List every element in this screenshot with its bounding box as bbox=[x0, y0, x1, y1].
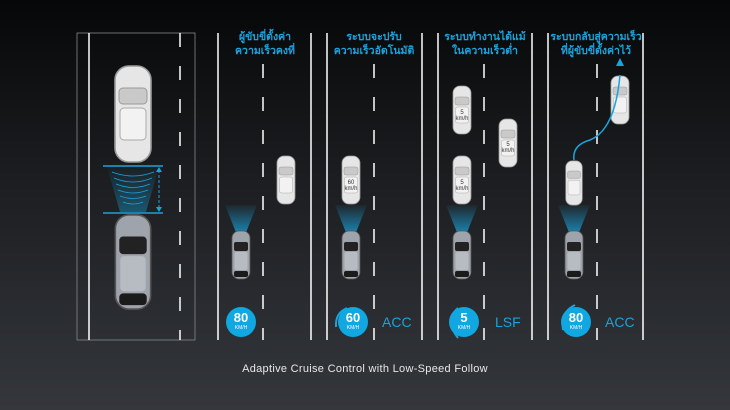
car-speed-label-60: 60 km/h bbox=[344, 180, 358, 192]
lane-change-path bbox=[573, 74, 621, 161]
ego-car-1 bbox=[231, 230, 251, 280]
ego-car-4 bbox=[564, 230, 584, 280]
lead-car bbox=[114, 65, 152, 163]
radar-beam bbox=[107, 167, 159, 212]
intro-panel bbox=[76, 32, 196, 341]
caption: Adaptive Cruise Control with Low-Speed F… bbox=[242, 363, 488, 375]
arrow-up-icon bbox=[616, 58, 624, 66]
car-changing-lane-4 bbox=[565, 160, 583, 206]
mode-label-lsf: LSF bbox=[495, 314, 521, 330]
lead-car-4 bbox=[610, 75, 630, 125]
lane-lines bbox=[217, 33, 644, 340]
panel-3-title: ระบบทำงานได้แม้ในความเร็วต่ำ bbox=[444, 31, 526, 57]
radar-waves-icon bbox=[111, 171, 155, 205]
panel-2-title: ระบบจะปรับความเร็วอัตโนมัติ bbox=[333, 31, 415, 57]
car-speed-label-5b: 5 km/h bbox=[455, 180, 469, 192]
panel-1-title: ผู้ขับขี่ตั้งค่าความเร็วคงที่ bbox=[235, 31, 295, 57]
radar-beams bbox=[225, 205, 590, 235]
ego-car-3 bbox=[452, 230, 472, 280]
ego-car bbox=[114, 213, 152, 311]
mode-label-acc: ACC bbox=[382, 314, 412, 330]
ego-car-2 bbox=[341, 230, 361, 280]
panel-4-title: ระบบกลับสู่ความเร็วที่ผู้ขับขี่ตั้งค่าไว… bbox=[550, 31, 642, 57]
car-speed-label-5a: 5 km/h bbox=[455, 110, 469, 122]
lead-car-1 bbox=[276, 155, 296, 205]
mode-label-acc-2: ACC bbox=[605, 314, 635, 330]
car-speed-label-5c: 5 km/h bbox=[501, 142, 515, 154]
